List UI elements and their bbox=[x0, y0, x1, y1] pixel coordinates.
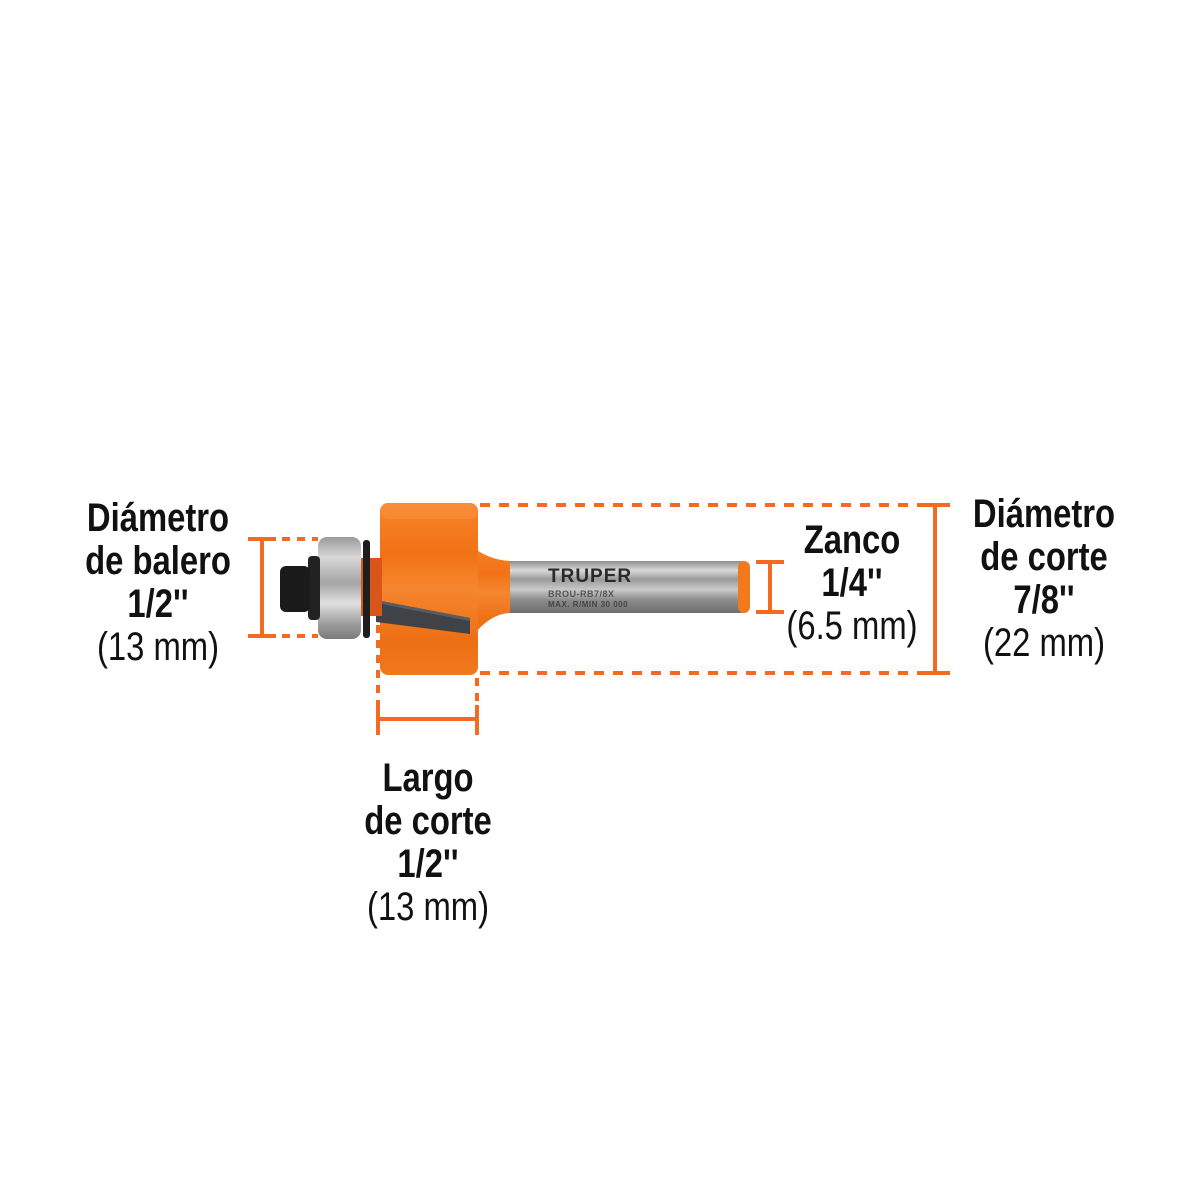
cutter-neck bbox=[470, 545, 510, 640]
cutter-body bbox=[380, 503, 478, 675]
bearing-dimension-bracket bbox=[248, 537, 318, 638]
cut-length-label: Largo de corte 1/2'' (13 mm) bbox=[346, 757, 510, 929]
cut-diameter-dimension-bracket bbox=[480, 503, 950, 675]
bearing-label-line1: Diámetro bbox=[86, 496, 230, 540]
model-number: BROU-RB7/8X bbox=[548, 589, 615, 599]
bearing-label-line2: de balero bbox=[85, 539, 231, 583]
bearing bbox=[318, 537, 361, 639]
shank-metric-value: (6.5 mm) bbox=[786, 604, 918, 648]
screw-head bbox=[280, 556, 320, 620]
cut-diameter-label: Diámetro de corte 7/8'' (22 mm) bbox=[962, 493, 1126, 665]
cut-length-label-line2: de corte bbox=[364, 799, 492, 843]
bearing-imperial-value: 1/2'' bbox=[127, 582, 189, 626]
cut-length-imperial-value: 1/2'' bbox=[397, 842, 459, 886]
cut-diameter-label-line1: Diámetro bbox=[972, 492, 1116, 536]
carbide-blade bbox=[376, 600, 470, 634]
cut-length-dimension-bracket bbox=[376, 625, 479, 735]
shank-label-line1: Zanco bbox=[803, 518, 901, 562]
cut-length-metric-value: (13 mm) bbox=[366, 885, 490, 929]
max-speed: MAX. R/MIN 30 000 bbox=[548, 600, 629, 609]
cut-diameter-label-line2: de corte bbox=[980, 535, 1108, 579]
shank-label: Zanco 1/4'' (6.5 mm) bbox=[770, 519, 934, 648]
bearing-metric-value: (13 mm) bbox=[96, 625, 220, 669]
shank-dimension-bracket bbox=[756, 560, 784, 614]
cut-diameter-metric-value: (22 mm) bbox=[982, 621, 1106, 665]
shank-imperial-value: 1/4'' bbox=[821, 561, 883, 605]
shank bbox=[505, 561, 750, 613]
washer bbox=[363, 540, 370, 638]
bearing-diameter-label: Diámetro de balero 1/2'' (13 mm) bbox=[76, 497, 240, 669]
cut-length-label-line1: Largo bbox=[382, 756, 474, 800]
brand-logo: TRUPER bbox=[548, 566, 633, 587]
cut-diameter-imperial-value: 7/8'' bbox=[1013, 578, 1075, 622]
